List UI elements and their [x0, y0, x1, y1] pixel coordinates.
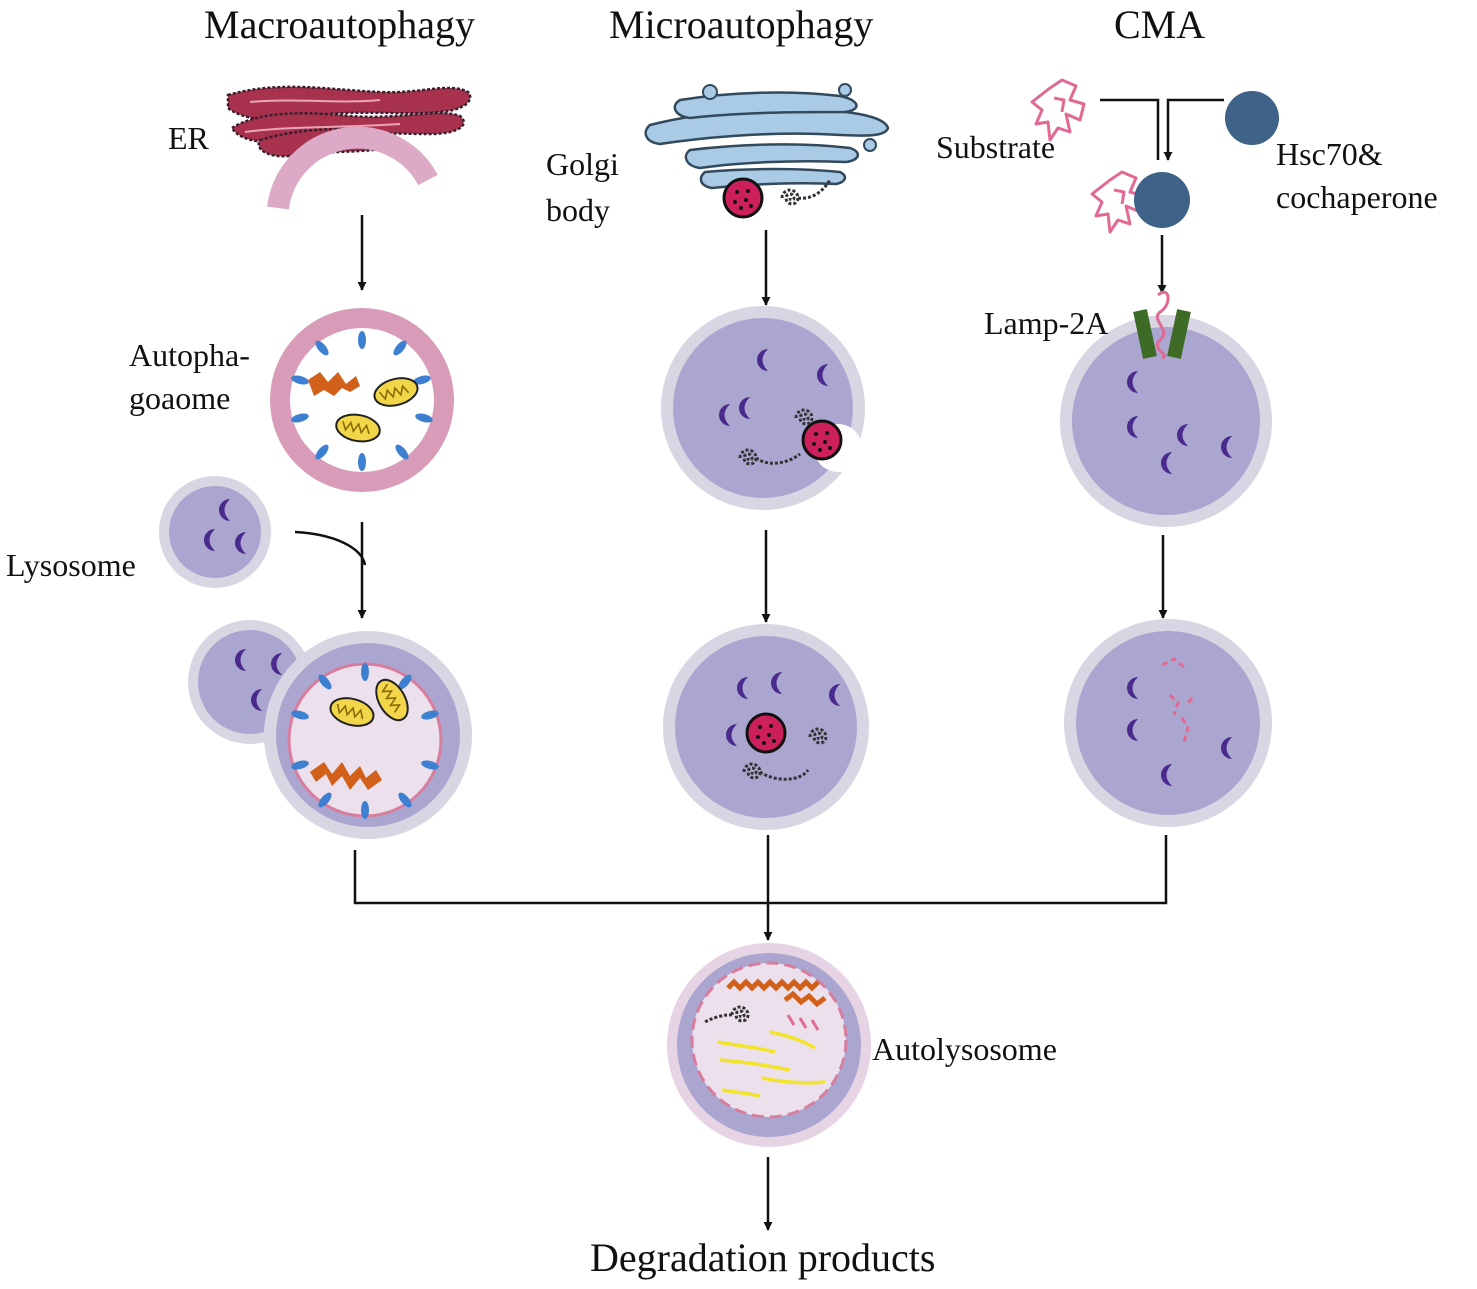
header-microautophagy: Microautophagy: [609, 2, 874, 47]
micro-lysosome-engulfed: [663, 624, 869, 830]
golgi-body: [644, 83, 890, 219]
label-hsc70-line1: Hsc70&: [1276, 136, 1383, 172]
fusing-lysosome: [188, 620, 472, 839]
label-hsc70-line2: cochaperone: [1276, 179, 1438, 215]
micro-lysosome-invaginating: [661, 306, 865, 510]
label-lysosome: Lysosome: [6, 547, 136, 583]
cma-lysosome-lamp: [1060, 290, 1272, 527]
label-golgi-line2: body: [546, 192, 610, 228]
hsc70-icon: [1225, 91, 1279, 145]
label-golgi-line1: Golgi: [546, 146, 619, 182]
label-lamp-2a: Lamp-2A: [984, 305, 1109, 341]
substrate-hsc70-complex: [1090, 170, 1190, 234]
fusion-curve: [294, 530, 367, 566]
header-cma: CMA: [1114, 2, 1206, 47]
label-autolysosome: Autolysosome: [872, 1031, 1057, 1067]
lysosome-small: [159, 476, 271, 588]
chaperone-join-lines: [1100, 98, 1224, 160]
label-degradation-products: Degradation products: [590, 1235, 936, 1280]
header-macroautophagy: Macroautophagy: [204, 2, 476, 47]
cma-lysosome-degrading: [1064, 619, 1272, 827]
label-autophagosome-line2: goaome: [129, 380, 231, 416]
label-er: ER: [168, 120, 209, 156]
label-autophagosome-line1: Autopha-: [129, 337, 250, 373]
merge-lines: [353, 835, 1168, 905]
autophagosome: [270, 308, 454, 492]
autolysosome: [667, 943, 871, 1147]
label-substrate: Substrate: [936, 129, 1056, 165]
phagophore: [267, 126, 438, 210]
